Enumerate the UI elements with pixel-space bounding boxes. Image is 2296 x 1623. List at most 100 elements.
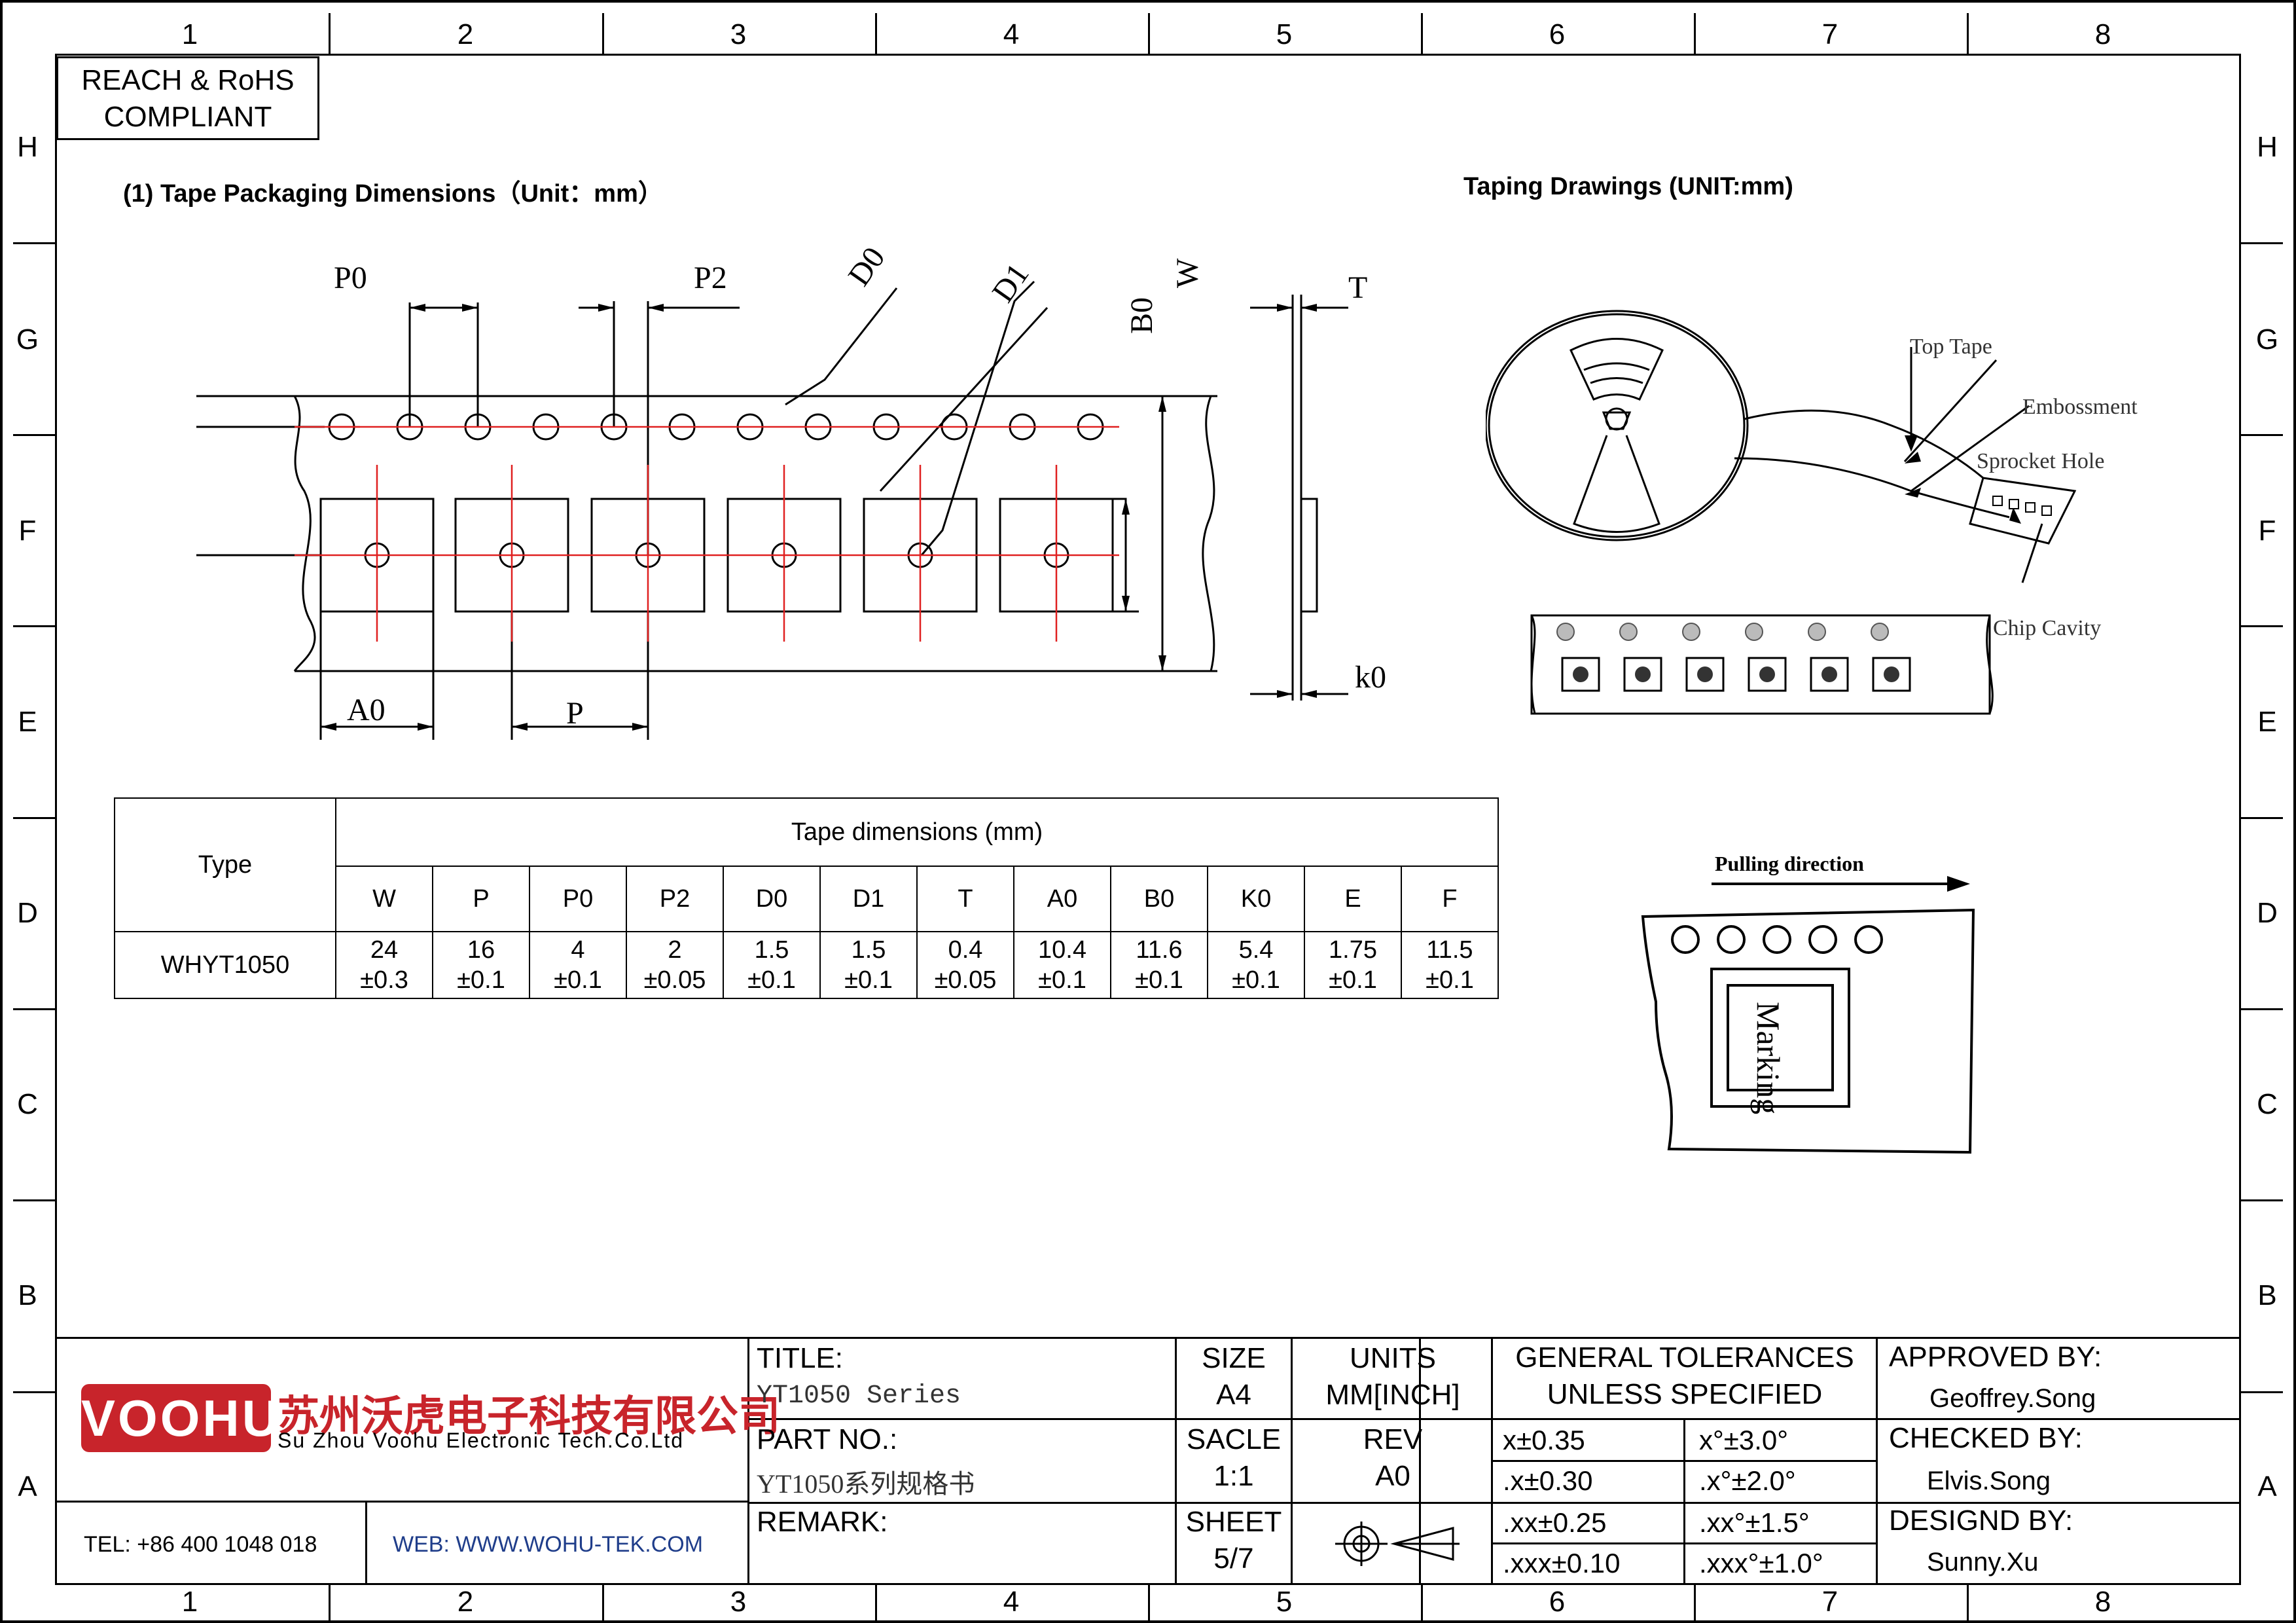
zone-label-side: F bbox=[2258, 515, 2276, 547]
label-embossment: Embossment bbox=[2022, 395, 2138, 419]
cell-value: 1.5 bbox=[754, 936, 789, 964]
zone-label-bottom: 8 bbox=[2094, 1586, 2111, 1618]
cell-tolerance: ±0.1 bbox=[747, 966, 796, 994]
company-website[interactable]: WEB: WWW.WOHU-TEK.COM bbox=[393, 1532, 704, 1557]
label-d1: D1 bbox=[986, 257, 1036, 308]
zone-label-side: A bbox=[2257, 1470, 2277, 1503]
reel-drawing: Top Tape Embossment Sprocket Hole Chip C… bbox=[1486, 310, 2138, 715]
label-b0: B0 bbox=[1124, 297, 1159, 334]
cell-tolerance: ±0.3 bbox=[360, 966, 408, 994]
label-p0: P0 bbox=[334, 261, 367, 295]
cell-value: 24 bbox=[370, 936, 399, 964]
zone-label-top: 4 bbox=[1003, 18, 1020, 50]
table-header-cell: W bbox=[335, 866, 433, 932]
zone-label-bottom: 4 bbox=[1003, 1586, 1020, 1618]
table-cell: 1.5±0.1 bbox=[819, 931, 918, 999]
size-value: A4 bbox=[1216, 1379, 1251, 1411]
cell-value: 10.4 bbox=[1038, 936, 1086, 964]
tolerance-linear: .x±0.30 bbox=[1503, 1465, 1593, 1496]
table-header-cell: T bbox=[916, 866, 1014, 932]
label-chip-cavity: Chip Cavity bbox=[1993, 616, 2101, 640]
cell-tolerance: ±0.1 bbox=[1232, 966, 1280, 994]
tape-dimension-labels: P0 P2 D0 D1 B0 W E F A0 P T k0 bbox=[334, 242, 1386, 731]
title-value: YT1050 Series bbox=[757, 1381, 961, 1411]
label-a0: A0 bbox=[347, 693, 386, 727]
table-cell: 10.4±0.1 bbox=[1013, 931, 1111, 999]
cell-value: 1.75 bbox=[1329, 936, 1377, 964]
zone-label-side: F bbox=[18, 515, 37, 547]
table-header-cell: P0 bbox=[529, 866, 627, 932]
table-header-group: Tape dimensions (mm) bbox=[335, 797, 1499, 867]
table-cell: 24±0.3 bbox=[335, 931, 433, 999]
tolerance-angular: .xxx°±1.0° bbox=[1699, 1548, 1823, 1578]
title-label: TITLE: bbox=[757, 1342, 844, 1374]
sheet-value: 5/7 bbox=[1213, 1542, 1254, 1575]
table-header-cell: F bbox=[1401, 866, 1499, 932]
cell-value: 11.5 bbox=[1426, 936, 1473, 964]
label-k0: k0 bbox=[1355, 660, 1386, 695]
zone-label-bottom: 6 bbox=[1549, 1586, 1566, 1618]
tolerance-linear: .xxx±0.10 bbox=[1503, 1548, 1621, 1578]
table-header-cell: D1 bbox=[819, 866, 918, 932]
sheet-label: SHEET bbox=[1185, 1506, 1282, 1538]
cell-tolerance: ±0.1 bbox=[554, 966, 602, 994]
designed-by-label: DESIGND BY: bbox=[1889, 1504, 2073, 1537]
zone-label-side: D bbox=[17, 897, 38, 929]
units-label: UNITS bbox=[1350, 1342, 1436, 1374]
part-no-value: YT1050系列规格书 bbox=[757, 1469, 975, 1499]
table-cell: 1.5±0.1 bbox=[723, 931, 821, 999]
table-header-type: Type bbox=[114, 797, 336, 932]
cell-tolerance: ±0.1 bbox=[457, 966, 505, 994]
table-cell: 16±0.1 bbox=[432, 931, 530, 999]
tolerances-title-line-1: GENERAL TOLERANCES bbox=[1515, 1341, 1854, 1374]
zone-label-side: C bbox=[17, 1088, 38, 1120]
table-header-cell: P bbox=[432, 866, 530, 932]
scale-value: 1:1 bbox=[1213, 1460, 1254, 1492]
table-cell: 2±0.05 bbox=[626, 931, 724, 999]
pulling-direction-drawing: Pulling direction Marking bbox=[1641, 852, 1975, 1154]
table-cell: 4±0.1 bbox=[529, 931, 627, 999]
approved-by-label: APPROVED BY: bbox=[1889, 1341, 2102, 1373]
zone-label-side: B bbox=[2257, 1279, 2277, 1311]
cell-value: 11.6 bbox=[1136, 936, 1183, 964]
table-header-cell: E bbox=[1304, 866, 1402, 932]
zone-label-side: G bbox=[16, 323, 39, 356]
zone-label-top: 3 bbox=[730, 18, 747, 50]
zone-label-side: H bbox=[17, 131, 38, 163]
cell-tolerance: ±0.1 bbox=[844, 966, 893, 994]
tape-dimension-drawing bbox=[196, 280, 1348, 740]
designed-by-value: Sunny.Xu bbox=[1927, 1548, 2039, 1577]
taping-drawings-title: Taping Drawings (UNIT:mm) bbox=[1463, 173, 1793, 200]
zone-label-side: C bbox=[2257, 1088, 2278, 1120]
label-d0: D0 bbox=[842, 242, 892, 292]
label-p: P bbox=[566, 696, 584, 731]
part-no-label: PART NO.: bbox=[757, 1423, 898, 1455]
scale-label: SACLE bbox=[1186, 1423, 1282, 1455]
cell-value: 1.5 bbox=[851, 936, 886, 964]
zone-label-top: 1 bbox=[181, 18, 198, 50]
compliance-line-1: REACH & RoHS bbox=[81, 64, 295, 96]
units-value: MM[INCH] bbox=[1325, 1379, 1460, 1411]
rev-value: A0 bbox=[1375, 1460, 1410, 1492]
zone-label-bottom: 3 bbox=[730, 1586, 747, 1618]
table-header-cell: P2 bbox=[626, 866, 724, 932]
cell-tolerance: ±0.1 bbox=[1426, 966, 1474, 994]
tolerances-title-line-2: UNLESS SPECIFIED bbox=[1547, 1378, 1823, 1410]
zone-label-bottom: 7 bbox=[1821, 1586, 1839, 1618]
checked-by-label: CHECKED BY: bbox=[1889, 1422, 2083, 1454]
zone-label-top: 2 bbox=[457, 18, 474, 50]
cell-value: 16 bbox=[467, 936, 495, 964]
zone-label-side: D bbox=[2257, 897, 2278, 929]
cell-tolerance: ±0.1 bbox=[1038, 966, 1086, 994]
label-top-tape: Top Tape bbox=[1910, 335, 1992, 359]
compliance-badge: REACH & RoHS COMPLIANT bbox=[56, 56, 319, 140]
size-label: SIZE bbox=[1202, 1342, 1266, 1374]
table-cell: 5.4±0.1 bbox=[1207, 931, 1305, 999]
cell-tolerance: ±0.1 bbox=[1329, 966, 1377, 994]
cell-value: 4 bbox=[571, 936, 585, 964]
company-tel: TEL: +86 400 1048 018 bbox=[84, 1532, 317, 1557]
tape-dimensions-table: Type Tape dimensions (mm) W P P0 P2 D0 D… bbox=[114, 797, 1499, 999]
rev-label: REV bbox=[1363, 1423, 1423, 1455]
cell-value: 2 bbox=[668, 936, 682, 964]
zone-label-bottom: 1 bbox=[181, 1586, 198, 1618]
